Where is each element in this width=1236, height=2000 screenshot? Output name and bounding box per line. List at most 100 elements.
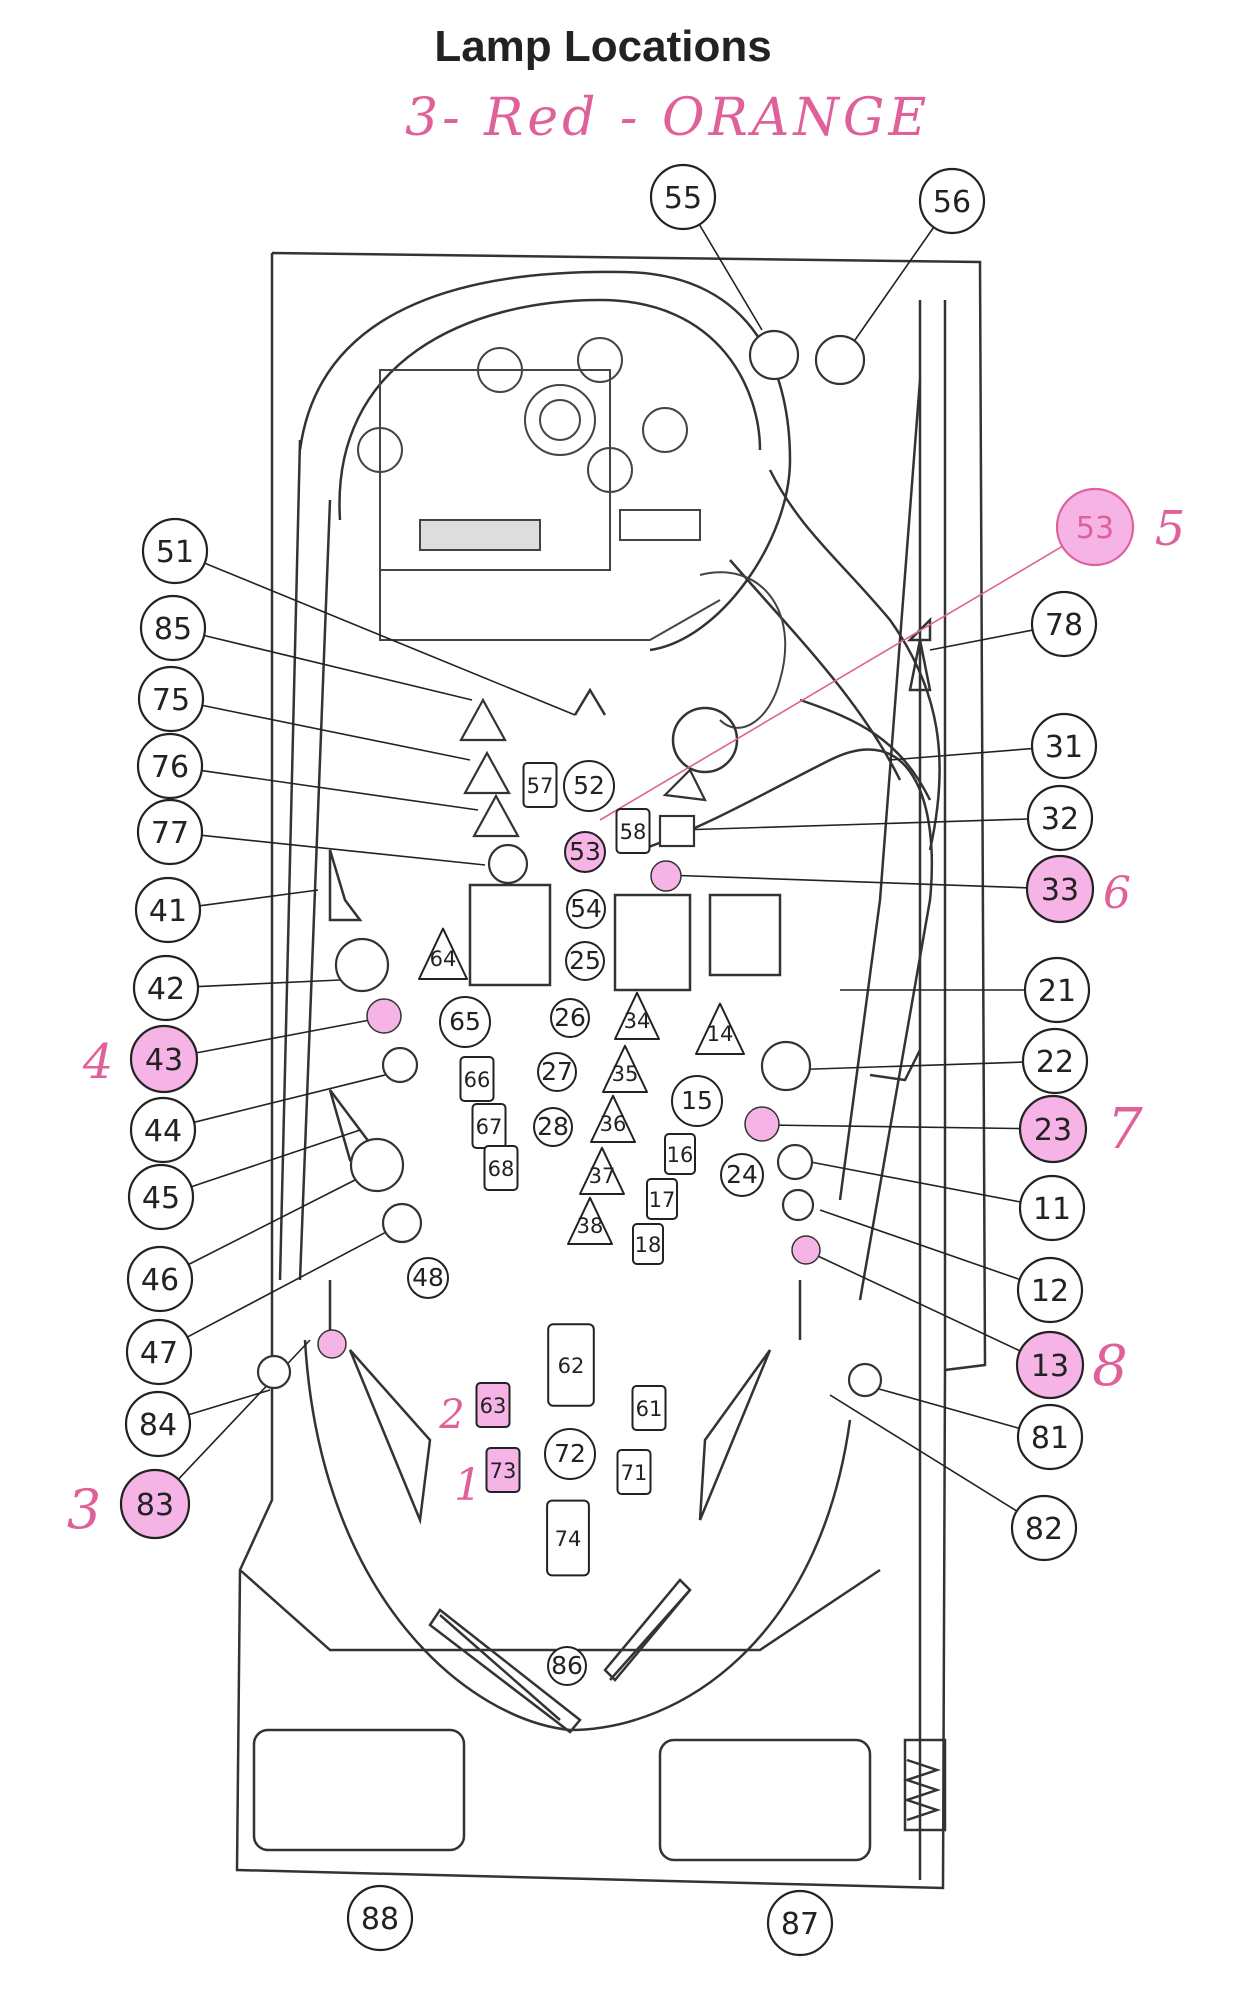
lamp-label: 15 bbox=[681, 1086, 713, 1115]
lamp-label: 71 bbox=[621, 1461, 648, 1485]
lamp-label: 66 bbox=[464, 1068, 491, 1092]
lamp-square bbox=[658, 814, 696, 848]
lamp-67: 67 bbox=[471, 1103, 507, 1149]
lamp-label: 64 bbox=[430, 947, 457, 971]
lamp-triangle bbox=[463, 750, 511, 795]
callout-41: 41 bbox=[134, 876, 202, 944]
callout-label: 44 bbox=[144, 1114, 182, 1149]
callout-label: 78 bbox=[1045, 608, 1083, 643]
callout-44: 44 bbox=[129, 1096, 197, 1164]
callout-85: 85 bbox=[139, 594, 207, 662]
callout-label: 43 bbox=[145, 1043, 183, 1078]
callout-label: 46 bbox=[141, 1263, 179, 1298]
callout-label: 21 bbox=[1038, 974, 1076, 1009]
lamp-ring bbox=[781, 1188, 815, 1222]
leader-lines bbox=[177, 224, 1063, 1512]
lamp-71: 71 bbox=[616, 1449, 652, 1495]
lamp-61: 61 bbox=[631, 1385, 667, 1431]
lamp-ring bbox=[760, 1040, 812, 1092]
callout-42: 42 bbox=[132, 954, 200, 1022]
callout-label: 87 bbox=[781, 1907, 819, 1942]
lamp-label: 67 bbox=[476, 1115, 503, 1139]
lamp-62: 62 bbox=[547, 1323, 595, 1407]
lamp-66: 66 bbox=[459, 1056, 495, 1102]
callout-32: 32 bbox=[1026, 784, 1094, 852]
lamp-ring bbox=[334, 937, 390, 993]
lamp-label: 38 bbox=[577, 1214, 604, 1238]
handwritten-number: 2 bbox=[438, 1392, 464, 1438]
lamp-label: 86 bbox=[551, 1651, 583, 1680]
midfield-shapes bbox=[328, 616, 932, 1340]
lamp-label: 17 bbox=[649, 1188, 676, 1212]
lamp-ring bbox=[748, 329, 800, 381]
callout-23: 23 bbox=[1018, 1094, 1088, 1164]
lamp-label: 14 bbox=[707, 1022, 734, 1046]
lamp-26: 26 bbox=[550, 998, 590, 1038]
callout-label: 12 bbox=[1031, 1274, 1069, 1309]
lamp-16: 16 bbox=[664, 1133, 696, 1175]
callout-label: 33 bbox=[1041, 873, 1079, 908]
lamp-label: 28 bbox=[537, 1112, 569, 1141]
lamp-35: 35 bbox=[602, 1044, 648, 1093]
callout-53: 53 bbox=[1055, 487, 1135, 567]
callout-label: 32 bbox=[1041, 802, 1079, 837]
callout-label: 88 bbox=[361, 1902, 399, 1937]
callout-83: 83 bbox=[119, 1468, 191, 1540]
lamp-38: 38 bbox=[567, 1196, 613, 1245]
lamp-ring bbox=[381, 1046, 419, 1084]
callout-56: 56 bbox=[918, 167, 986, 235]
lamp-73: 73 bbox=[485, 1447, 521, 1493]
callout-label: 81 bbox=[1031, 1421, 1069, 1456]
lamp-14: 14 bbox=[695, 1002, 745, 1055]
lamp-ring bbox=[381, 1202, 423, 1244]
lamp-label: 65 bbox=[449, 1007, 481, 1036]
lamp-52: 52 bbox=[563, 760, 615, 812]
lamp-28: 28 bbox=[533, 1107, 573, 1147]
lamp-label: 54 bbox=[570, 894, 602, 923]
lamp-label: 27 bbox=[541, 1057, 573, 1086]
callout-84: 84 bbox=[124, 1390, 192, 1458]
lamp-63: 63 bbox=[475, 1382, 511, 1428]
lamp-label: 62 bbox=[558, 1354, 585, 1378]
lamp-label: 72 bbox=[554, 1439, 586, 1468]
handwritten-number: 8 bbox=[1092, 1334, 1128, 1399]
flippers bbox=[348, 1349, 772, 1734]
callout-11: 11 bbox=[1018, 1174, 1086, 1242]
lamp-ring bbox=[776, 1143, 814, 1181]
callout-label: 51 bbox=[156, 535, 194, 570]
callout-label: 75 bbox=[152, 683, 190, 718]
lamp-label: 37 bbox=[589, 1164, 616, 1188]
handwritten-number: 7 bbox=[1107, 1097, 1143, 1162]
lamp-triangle bbox=[459, 697, 507, 742]
lamp-15: 15 bbox=[671, 1075, 723, 1127]
callout-13: 13 bbox=[1015, 1330, 1085, 1400]
upper-mechanism bbox=[357, 337, 787, 729]
callout-label: 53 bbox=[1076, 511, 1114, 546]
callout-76: 76 bbox=[136, 732, 204, 800]
lamp-label: 35 bbox=[612, 1062, 639, 1086]
callout-label: 41 bbox=[149, 894, 187, 929]
callout-43: 43 bbox=[129, 1024, 199, 1094]
callout-12: 12 bbox=[1016, 1256, 1084, 1324]
lamp-54: 54 bbox=[566, 889, 606, 929]
handwritten-number: 4 bbox=[82, 1034, 114, 1090]
callout-label: 23 bbox=[1034, 1113, 1072, 1148]
lamp-triangle bbox=[662, 768, 707, 802]
callout-label: 47 bbox=[140, 1336, 178, 1371]
lamp-27: 27 bbox=[537, 1052, 577, 1092]
lamp-label: 58 bbox=[620, 820, 647, 844]
lamp-58: 58 bbox=[615, 808, 651, 854]
lamp-24: 24 bbox=[720, 1153, 764, 1197]
callout-label: 82 bbox=[1025, 1512, 1063, 1547]
lamp-label: 18 bbox=[635, 1233, 662, 1257]
callout-label: 83 bbox=[136, 1488, 174, 1523]
lamp-ring bbox=[814, 334, 866, 386]
callout-51: 51 bbox=[141, 517, 209, 585]
lamp-label: 24 bbox=[726, 1160, 758, 1189]
lamp-53: 53 bbox=[564, 831, 606, 873]
lamp-label: 26 bbox=[554, 1003, 586, 1032]
callout-label: 31 bbox=[1045, 730, 1083, 765]
callout-87: 87 bbox=[766, 1889, 834, 1957]
